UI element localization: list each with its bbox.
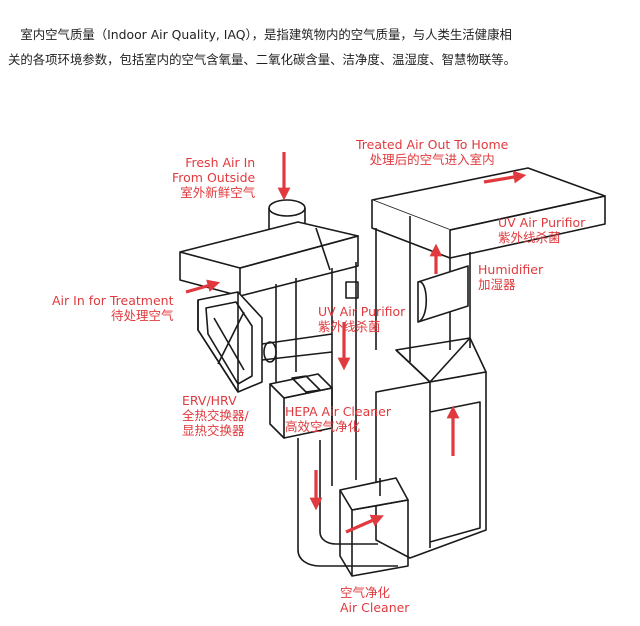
treated-air-duct bbox=[371, 167, 606, 259]
label-air-in: Air In for Treatment 待处理空气 bbox=[52, 293, 174, 323]
label-uv-center: UV Air Purifior 紫外线杀菌 bbox=[318, 304, 406, 334]
intro-line-2: 关的各项环境参数，包括室内的空气含氧量、二氧化碳含量、洁净度、温湿度、智慧物联等… bbox=[8, 52, 517, 67]
air-cleaner-unit bbox=[339, 477, 409, 577]
label-humidifier: Humidifier 加湿器 bbox=[478, 262, 544, 292]
airflow-arrows bbox=[185, 152, 527, 534]
intro-paragraph: 室内空气质量（Indoor Air Quality, IAQ），是指建筑物内的空… bbox=[8, 22, 634, 72]
erv-pipes bbox=[261, 333, 333, 363]
uv-purifier-box bbox=[345, 281, 359, 299]
intake-duct bbox=[179, 221, 359, 297]
intro-line-1: 室内空气质量（Indoor Air Quality, IAQ），是指建筑物内的空… bbox=[8, 27, 512, 42]
lower-return-duct bbox=[297, 438, 398, 567]
hepa-unit bbox=[269, 373, 333, 439]
erv-hrv-unit bbox=[197, 291, 263, 393]
label-erv-hrv: ERV/HRV 全热交换器/ 显热交换器 bbox=[182, 393, 249, 438]
arrow-treated-air bbox=[483, 170, 527, 184]
humidifier-unit bbox=[417, 265, 469, 323]
label-uv-right: UV Air Purifior 紫外线杀菌 bbox=[498, 215, 586, 245]
label-treated-air: Treated Air Out To Home 处理后的空气进入室内 bbox=[356, 137, 509, 167]
air-handler-cabinet bbox=[375, 371, 487, 559]
label-fresh-air: Fresh Air In From Outside 室外新鲜空气 bbox=[172, 155, 256, 200]
label-air-cleaner: 空气净化 Air Cleaner bbox=[340, 585, 410, 615]
label-hepa: HEPA Air Cleaner 高效空气净化 bbox=[285, 404, 391, 434]
arrow-cleaner bbox=[345, 514, 384, 534]
arrow-air-in bbox=[185, 279, 221, 294]
